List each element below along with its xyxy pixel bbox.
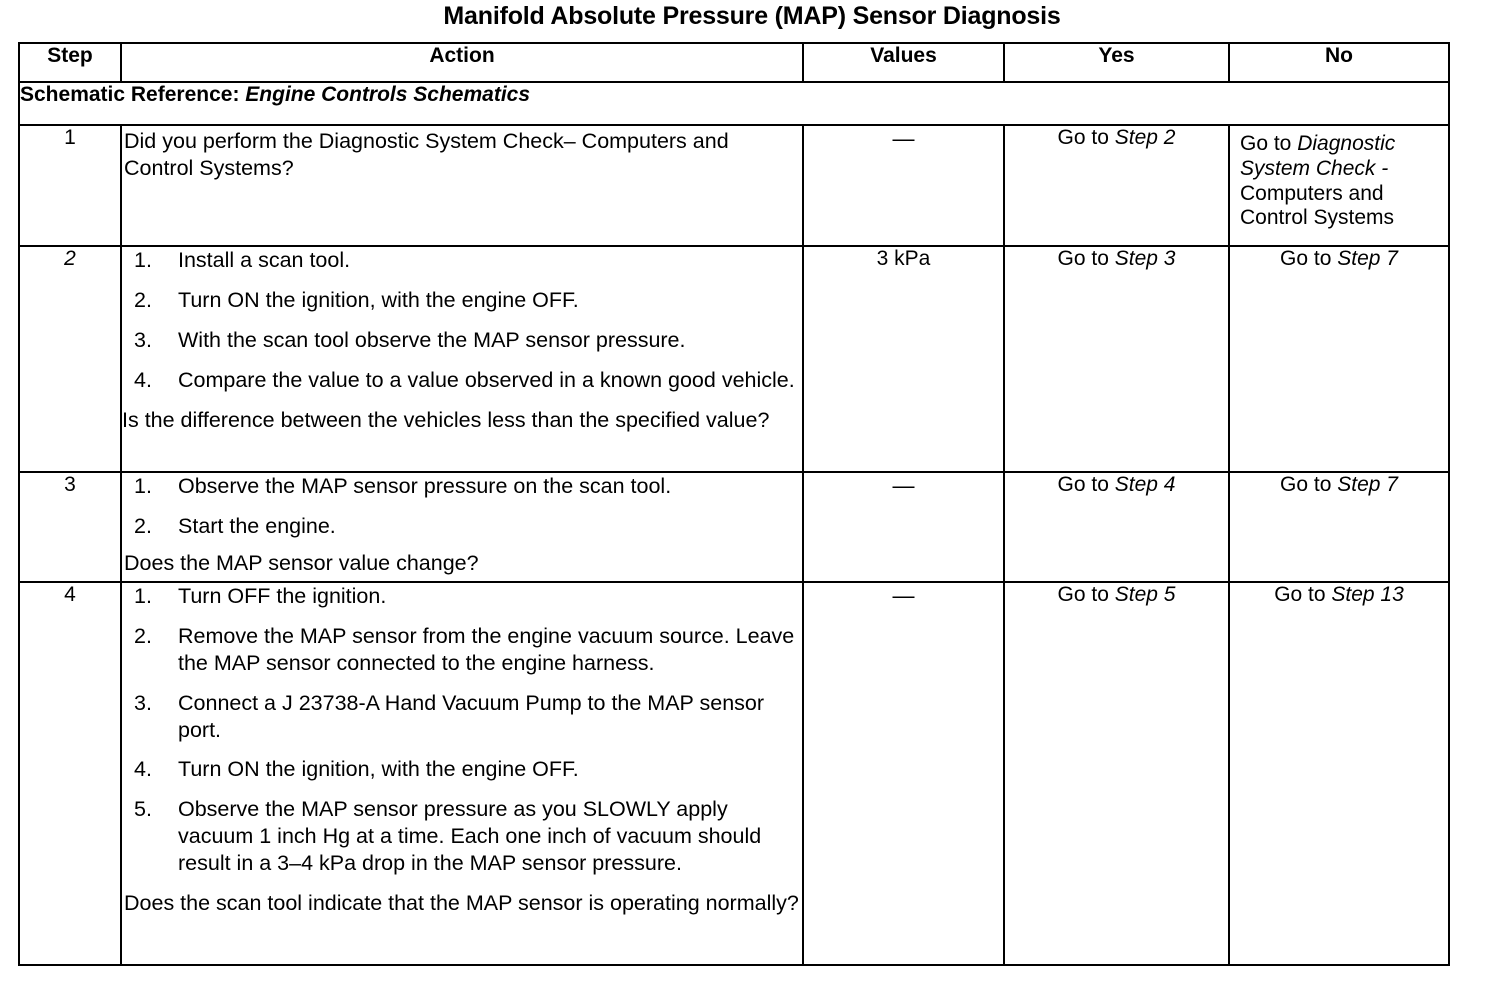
list-item: 1.Observe the MAP sensor pressure on the… (134, 474, 672, 498)
table-row: 3 1.Observe the MAP sensor pressure on t… (18, 471, 1450, 583)
action-cell-4: 1.Turn OFF the ignition. 2.Remove the MA… (120, 581, 804, 966)
list-item: 5.Observe the MAP sensor pressure as you… (134, 797, 762, 875)
table-row: 4 1.Turn OFF the ignition. 2.Remove the … (18, 581, 1450, 966)
yes-cell-2: Go to Step 3 (1003, 245, 1230, 473)
schematic-reference-value: Engine Controls Schematics (245, 83, 531, 106)
list-marker: 4. (134, 757, 152, 782)
list-item: 2.Remove the MAP sensor from the engine … (134, 623, 795, 675)
list-item: 1.Turn OFF the ignition. (134, 584, 387, 608)
list-marker: 5. (134, 797, 152, 822)
action-step-list-4: 1.Turn OFF the ignition. 2.Remove the MA… (122, 583, 802, 877)
column-header-yes: Yes (1003, 42, 1230, 83)
no-cell-1: Go to Diagnostic System Check - Computer… (1228, 124, 1450, 247)
list-item-3-text: Connect a J 23738-A Hand Vacuum Pump to … (178, 690, 765, 742)
list-marker: 3. (134, 327, 152, 352)
step-number-2: 2 (18, 245, 122, 473)
action-question-3: Does the MAP sensor value change? (124, 550, 479, 575)
values-cell-1: — (802, 124, 1005, 247)
action-cell-3: 1.Observe the MAP sensor pressure on the… (120, 471, 804, 583)
page-title: Manifold Absolute Pressure (MAP) Sensor … (443, 2, 1061, 30)
no-cell-2: Go to Step 7 (1228, 245, 1450, 473)
list-item: 3.With the scan tool observe the MAP sen… (134, 327, 686, 352)
yes-cell-1: Go to Step 2 (1003, 124, 1230, 247)
list-marker: 3. (134, 690, 152, 715)
step-number-1: 1 (18, 124, 122, 247)
schematic-reference-row: Schematic Reference: Engine Controls Sch… (18, 81, 1450, 126)
list-item: 1.Install a scan tool. (134, 248, 351, 272)
list-item: 4.Compare the value to a value observed … (134, 367, 795, 392)
column-header-no: No (1228, 42, 1450, 83)
list-marker: 2. (134, 623, 152, 648)
column-header-step: Step (18, 42, 122, 83)
no-cell-4: Go to Step 13 (1228, 581, 1450, 966)
table-row: 1 Did you perform the Diagnostic System … (18, 124, 1450, 247)
no-cell-3: Go to Step 7 (1228, 471, 1450, 583)
action-question-2: Is the difference between the vehicles l… (122, 407, 770, 432)
table-header-row: Step Action Values Yes No (18, 42, 1450, 83)
step-number-3: 3 (18, 471, 122, 583)
column-header-action: Action (120, 42, 804, 83)
action-step-list-3: 1.Observe the MAP sensor pressure on the… (122, 473, 802, 540)
yes-cell-3: Go to Step 4 (1003, 471, 1230, 583)
list-marker: 2. (134, 513, 152, 538)
table-row: 2 1.Install a scan tool. 2.Turn ON the i… (18, 245, 1450, 473)
list-marker: 4. (134, 367, 152, 392)
tool-designation: J 23738-A (281, 690, 379, 715)
list-marker: 1. (134, 584, 152, 608)
list-marker: 2. (134, 287, 152, 312)
list-marker: 1. (134, 248, 152, 272)
values-cell-3: — (802, 471, 1005, 583)
column-header-values: Values (802, 42, 1005, 83)
list-item: 2.Start the engine. (134, 513, 336, 538)
list-item: 2.Turn ON the ignition, with the engine … (134, 287, 579, 312)
list-item: 3. Connect a J 23738-A Hand Vacuum Pump t… (122, 690, 802, 744)
yes-cell-4: Go to Step 5 (1003, 581, 1230, 966)
action-cell-1: Did you perform the Diagnostic System Ch… (120, 124, 804, 247)
list-item: 4.Turn ON the ignition, with the engine … (134, 757, 579, 782)
action-question-1: Did you perform the Diagnostic System Ch… (124, 129, 729, 180)
values-cell-4: — (802, 581, 1005, 966)
list-marker: 1. (134, 474, 152, 498)
schematic-reference-cell: Schematic Reference: Engine Controls Sch… (18, 81, 1450, 126)
action-cell-2: 1.Install a scan tool. 2.Turn ON the ign… (120, 245, 804, 473)
diagnostic-table: Step Action Values Yes No Schematic Refe… (18, 42, 1450, 966)
schematic-reference-label: Schematic Reference: (20, 83, 240, 106)
action-step-list-2: 1.Install a scan tool. 2.Turn ON the ign… (122, 247, 802, 394)
values-cell-2: 3 kPa (802, 245, 1005, 473)
action-question-4: Does the scan tool indicate that the MAP… (124, 890, 799, 915)
step-number-4: 4 (18, 581, 122, 966)
